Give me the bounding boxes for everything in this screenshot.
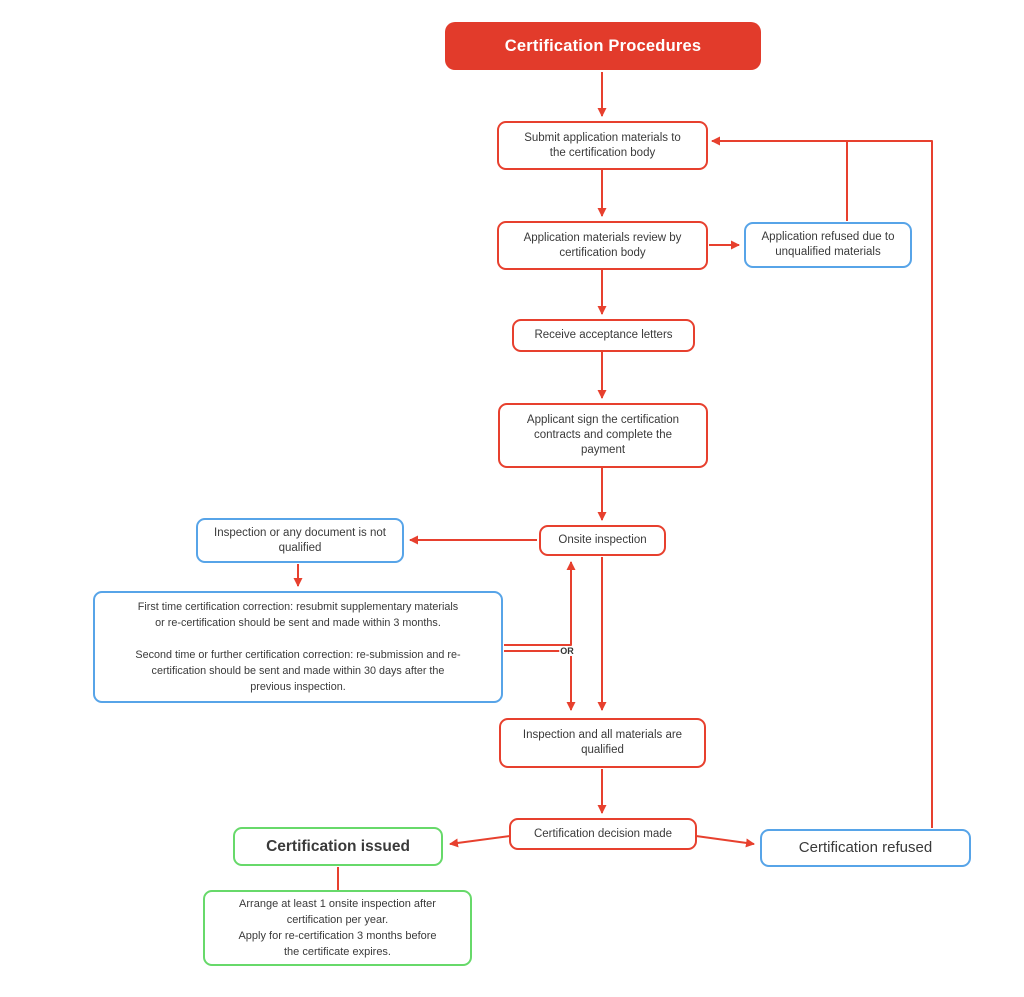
node-all-qualified: Inspection and all materials are qualifi… [499, 718, 706, 768]
node-application-refused-label: Application refused due to unqualified m… [761, 231, 895, 258]
node-title-label: Certification Procedures [504, 36, 702, 55]
node-certification-refused-label: Certification refused [798, 839, 933, 856]
node-onsite-inspection-label: Onsite inspection [558, 534, 647, 546]
arrow-decision-to-issued [449, 835, 511, 848]
node-all-qualified-label: Inspection and all materials are qualifi… [522, 729, 683, 756]
node-receive-letters: Receive acceptance letters [512, 319, 695, 352]
node-submit-application: Submit application materials to the cert… [497, 121, 708, 170]
arrow-cert-refused-feedback-to-submit [711, 136, 933, 828]
node-title: Certification Procedures [445, 22, 761, 70]
node-certification-issued-label: Certification issued [266, 838, 410, 855]
node-post-certification-label: Arrange at least 1 onsite inspection aft… [238, 898, 437, 958]
arrow-decision-to-cert-refused [695, 835, 755, 848]
node-onsite-inspection: Onsite inspection [539, 525, 666, 556]
node-correction-rules-label: First time certification correction: res… [135, 601, 461, 693]
node-submit-application-label: Submit application materials to the cert… [524, 131, 681, 159]
node-materials-review-label: Application materials review by certific… [523, 231, 682, 259]
node-decision-made: Certification decision made [509, 818, 697, 850]
node-decision-made-label: Certification decision made [533, 827, 673, 840]
node-not-qualified-label: Inspection or any document is not qualif… [214, 526, 386, 554]
arrow-correction-to-qualified [504, 650, 576, 711]
node-not-qualified: Inspection or any document is not qualif… [196, 518, 404, 563]
or-label: OR [559, 646, 575, 656]
node-certification-issued: Certification issued [233, 827, 443, 866]
node-application-refused: Application refused due to unqualified m… [744, 222, 912, 268]
node-correction-rules: First time certification correction: res… [93, 591, 503, 703]
node-sign-contracts: Applicant sign the certification contrac… [498, 403, 708, 468]
arrow-correction-to-onsite [504, 561, 576, 646]
node-receive-letters-label: Receive acceptance letters [534, 329, 673, 341]
node-post-certification: Arrange at least 1 onsite inspection aft… [203, 890, 472, 966]
node-certification-refused: Certification refused [760, 829, 971, 867]
node-sign-contracts-label: Applicant sign the certification contrac… [526, 414, 680, 456]
node-materials-review: Application materials review by certific… [497, 221, 708, 270]
